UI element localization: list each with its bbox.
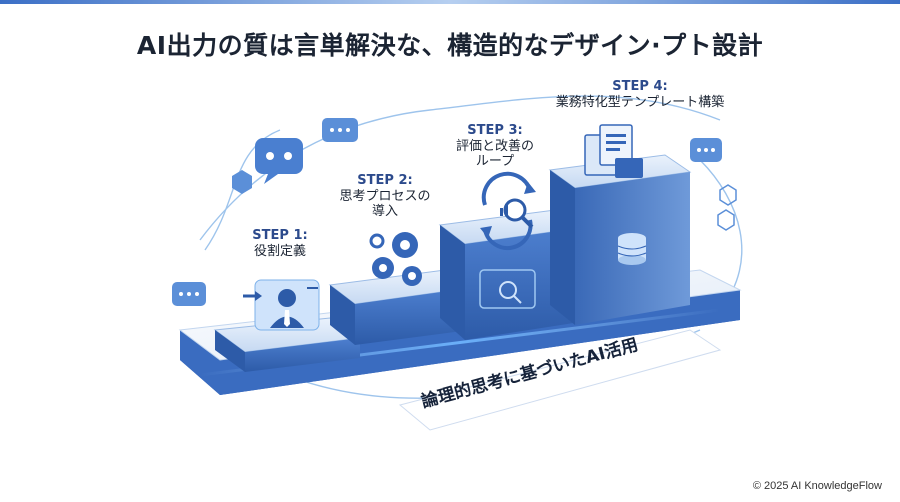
step-3-label: STEP 3: 評価と改善の ループ [440,123,550,170]
step-3-name-line2: ループ [475,154,515,170]
person-icon [243,287,318,328]
documents-database-icon [584,124,647,265]
step-1-label: STEP 1: 役割定義 [240,228,320,259]
step-2-name-line2: 導入 [371,204,398,220]
page-title: AI出力の質は言単解決な、構造的なデザイン·プト設計 [136,31,764,60]
top-stripe [0,0,900,4]
step-3-name-line1: 評価と改善の [455,138,534,154]
step-3-number: STEP 3: [467,123,523,138]
step-2-block [328,269,472,345]
copyright-footer: © 2025 AI KnowledgeFlow [752,480,882,492]
step-4-name: 業務特化型テンプレート構築 [555,94,725,110]
chat-bubble-icon [255,138,303,184]
cycle-magnifier-icon [480,171,536,304]
chat-bubble-icon [690,138,722,162]
hexagon-icon [232,170,737,231]
gears-icon [369,232,422,286]
step-4-label: STEP 4: 業務特化型テンプレート構築 [530,79,750,110]
step-1-name: 役割定義 [253,243,306,259]
step-1-number: STEP 1: [252,228,308,243]
step-2-number: STEP 2: [357,173,413,188]
chat-bubble-icon [172,282,206,306]
step-2-name-line1: 思考プロセスの [339,188,431,204]
chat-bubble-icon [322,118,358,142]
step-2-label: STEP 2: 思考プロセスの 導入 [325,173,445,220]
step-4-number: STEP 4: [612,79,668,94]
